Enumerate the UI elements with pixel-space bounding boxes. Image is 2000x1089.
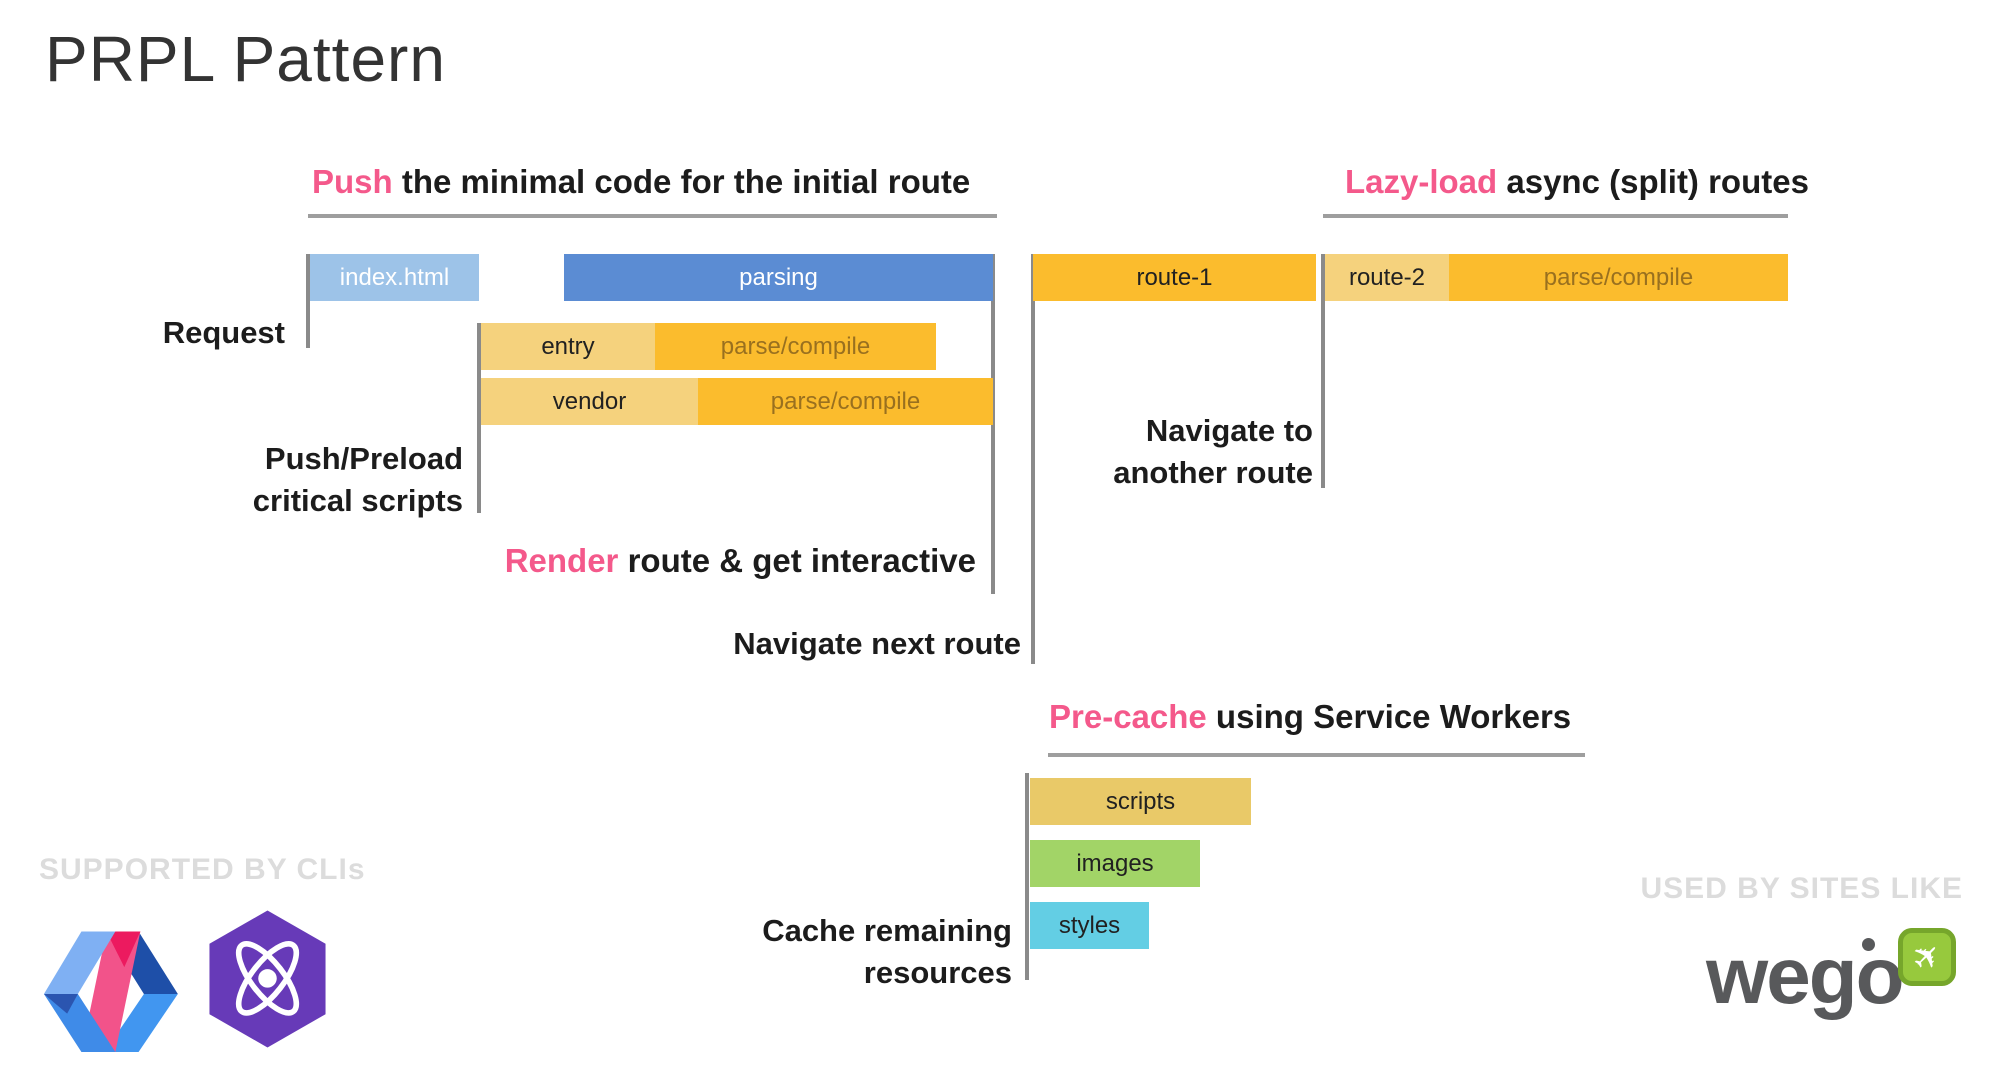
route-2-bar-label: route-2 — [1348, 263, 1426, 291]
precache-heading-rest: using Service Workers — [1206, 698, 1572, 735]
vendor-bar-label: vendor — [552, 387, 627, 415]
lazy-load-heading-highlight: Lazy-load — [1345, 163, 1498, 200]
lazy-load-heading-underline — [1323, 214, 1788, 218]
navigate-to-label: Navigate to another route — [1013, 410, 1313, 494]
navigate-next-tick-line — [1031, 254, 1035, 664]
route-1-bar: route-1 — [1033, 254, 1316, 301]
index-html-bar-label: index.html — [339, 263, 450, 291]
navigate-to-tick-line — [1321, 254, 1325, 488]
scripts-bar: scripts — [1030, 778, 1251, 825]
wego-logo-dot — [1862, 938, 1875, 951]
push-preload-tick-line — [477, 323, 481, 513]
push-heading-rest: the minimal code for the initial route — [392, 163, 971, 200]
vendor-bar: vendor — [481, 378, 698, 425]
polymer-logo-icon — [35, 922, 185, 1057]
route-2-bar: route-2 — [1325, 254, 1449, 301]
images-bar-label: images — [1076, 849, 1154, 877]
navigate-to-label-line2: another route — [1113, 455, 1313, 490]
index-html-bar: index.html — [310, 254, 479, 301]
styles-bar-label: styles — [1058, 911, 1121, 939]
route-1-bar-label: route-1 — [1136, 263, 1213, 291]
entry-parse-compile-bar: parse/compile — [655, 323, 936, 370]
precache-heading-underline — [1048, 753, 1585, 757]
push-heading-underline — [308, 214, 997, 218]
cache-remaining-label: Cache remaining resources — [712, 910, 1012, 994]
parsing-bar: parsing — [564, 254, 993, 301]
cache-remaining-label-line1: Cache remaining — [762, 913, 1012, 948]
cache-remaining-label-line2: resources — [863, 955, 1012, 990]
vendor-parse-compile-label: parse/compile — [770, 387, 921, 415]
push-preload-label: Push/Preload critical scripts — [163, 438, 463, 522]
entry-parse-compile-label: parse/compile — [720, 332, 871, 360]
supported-by-clis-caption: SUPPORTED BY CLIs — [39, 853, 366, 886]
preact-logo-icon — [205, 908, 330, 1050]
vendor-parse-compile-bar: parse/compile — [698, 378, 993, 425]
page-title: PRPL Pattern — [45, 23, 446, 95]
lazy-load-heading-rest: async (split) routes — [1497, 163, 1809, 200]
render-label-highlight: Render — [504, 542, 619, 579]
navigate-next-label: Navigate next route — [733, 626, 1021, 661]
entry-bar: entry — [481, 323, 655, 370]
entry-bar-label: entry — [541, 332, 595, 360]
used-by-sites-caption: USED BY SITES LIKE — [1640, 872, 1963, 905]
render-label-rest: route & get interactive — [618, 542, 976, 579]
wego-plane-icon: ✈ — [1898, 928, 1956, 986]
route-2-parse-compile-bar: parse/compile — [1449, 254, 1788, 301]
render-label: Render route & get interactive — [476, 540, 976, 582]
push-preload-label-line1: Push/Preload — [264, 441, 463, 476]
render-tick-line — [991, 254, 995, 594]
precache-heading-highlight: Pre-cache — [1049, 698, 1207, 735]
scripts-bar-label: scripts — [1105, 787, 1176, 815]
request-tick-line — [306, 254, 310, 348]
cache-tick-line — [1025, 773, 1029, 980]
precache-section-heading: Pre-cache using Service Workers — [1049, 698, 1571, 736]
styles-bar: styles — [1030, 902, 1149, 949]
push-preload-label-line2: critical scripts — [252, 483, 463, 518]
navigate-to-label-line1: Navigate to — [1145, 413, 1313, 448]
push-section-heading: Push the minimal code for the initial ro… — [312, 163, 970, 201]
request-label: Request — [162, 315, 285, 350]
images-bar: images — [1030, 840, 1200, 887]
route-2-parse-compile-label: parse/compile — [1543, 263, 1694, 291]
lazy-load-section-heading: Lazy-load async (split) routes — [1345, 163, 1809, 201]
push-heading-highlight: Push — [312, 163, 393, 200]
parsing-bar-label: parsing — [739, 263, 818, 291]
